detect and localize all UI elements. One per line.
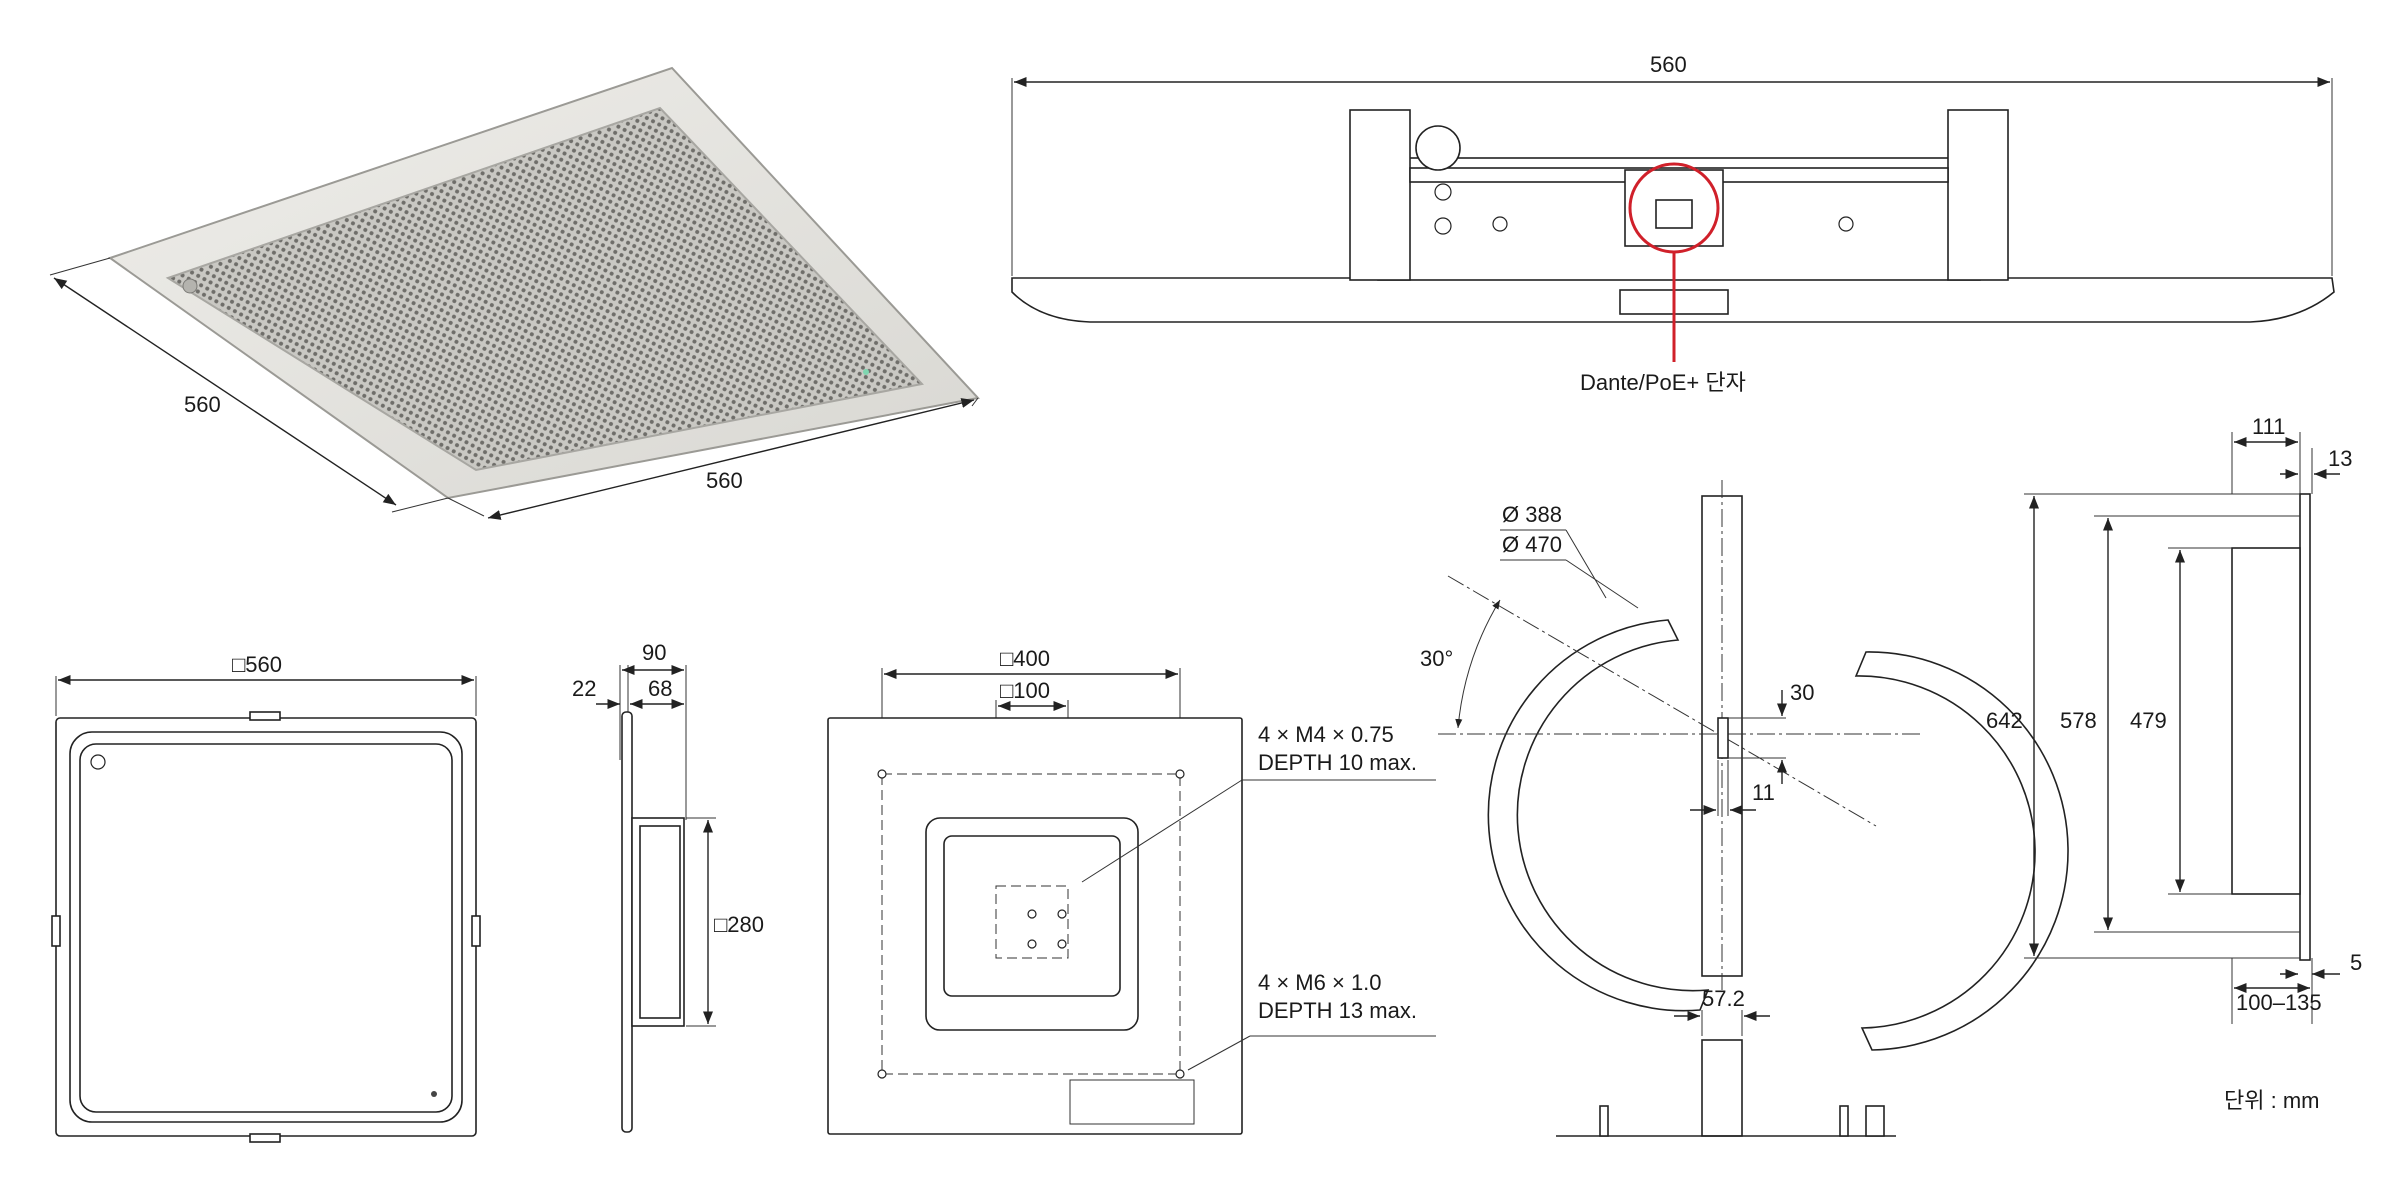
top-tab-right [471,915,481,947]
dia-388-label: Ø 388 [1502,502,1562,527]
bracket-slot [1717,717,1729,759]
perspective-depth-label: 560 [184,392,221,417]
side-body-height-label: □280 [714,912,764,937]
dia-470-label: Ø 470 [1502,532,1562,557]
top-led-icon [431,1091,437,1097]
back-view: □400 □100 4 × M4 × 0.75 DEPTH 10 max. 4 … [827,646,1436,1135]
back-m4-hole-3 [1027,939,1037,949]
back-m4-hole-2 [1057,909,1067,919]
back-bolt-hole-2 [1175,769,1185,779]
bracket-view: 30° Ø 388 Ø 470 30 11 57.2 [1420,480,2069,1137]
bracket-foot-far-right [1865,1105,1885,1137]
back-bolt-pattern-inner [995,885,1069,959]
back-m4-hole-4 [1057,939,1067,949]
perspective-width-dimension [487,398,975,520]
back-inner-bolt-label: □100 [1000,678,1050,703]
ethernet-port-icon [1655,199,1693,229]
bracket-centerline-diagonal [1447,575,1877,827]
bracket-foot-left [1599,1105,1609,1137]
back-label-plate [1069,1079,1195,1125]
cutout-view: 111 13 642 578 479 100–135 5 단위 : mm [1986,414,2362,1113]
back-outer-bolt-label: □400 [1000,646,1050,671]
back-bolt-hole-4 [1175,1069,1185,1079]
top-grille-inner [79,743,453,1113]
side-baffle [621,711,633,1133]
slot-width-label: 11 [1752,780,1775,805]
top-tab-left [51,915,61,947]
m6-leader-line [1187,1035,1251,1071]
front-lifting-eye [1415,125,1461,171]
top-tab-top [249,711,281,721]
rail-width-label: 57.2 [1702,986,1745,1011]
perspective-depth-dimension [53,277,397,506]
status-led-icon [863,369,869,375]
height-578-label: 578 [2060,708,2097,733]
back-m4-hole-1 [1027,909,1037,919]
top-width-label: □560 [232,652,282,677]
thickness-label: 100–135 [2236,990,2322,1015]
side-bracket [639,825,681,1019]
front-screw-icon-1 [1434,183,1452,201]
front-screw-icon-2 [1434,217,1452,235]
front-connector-housing [1624,169,1724,247]
bracket-ring-left [1487,619,1710,1012]
top-width-111-label: 111 [2252,414,2285,439]
connector-callout-label: Dante/PoE+ 단자 [1580,370,1746,395]
top-screw-icon [90,754,106,770]
top-gap-13-label: 13 [2328,446,2352,471]
slot-height-label: 30 [1790,680,1814,705]
side-body-label: 68 [648,676,672,701]
bracket-rail-side [1701,1039,1743,1137]
side-view: 90 68 22 □280 [572,640,764,1133]
angle-label: 30° [1420,646,1453,671]
m4-note-line1: 4 × M4 × 0.75 [1258,722,1394,747]
m4-leader-line [1081,779,1243,883]
m6-note-line2: DEPTH 13 max. [1258,998,1417,1023]
back-bolt-hole-1 [877,769,887,779]
bracket-foot-right [1839,1105,1849,1137]
top-tab-bottom [249,1133,281,1143]
back-bolt-hole-3 [877,1069,887,1079]
front-screw-icon-3 [1492,216,1508,232]
unit-note: 단위 : mm [2224,1088,2319,1113]
bottom-gap-5-label: 5 [2350,950,2362,975]
perspective-width-label: 560 [706,468,743,493]
side-flange-label: 22 [572,676,596,701]
height-479-label: 479 [2130,708,2167,733]
front-width-label: 560 [1650,52,1687,77]
front-bracket-right [1947,109,2009,281]
front-bracket-left [1349,109,1411,281]
mount-screw-icon [182,278,198,294]
front-view: 560 Dante/PoE+ 단자 [1011,52,2335,395]
cutout-baffle [2299,493,2311,961]
height-642-label: 642 [1986,708,2023,733]
m4-note-line2: DEPTH 10 max. [1258,750,1417,775]
top-view: □560 [51,652,481,1143]
front-screw-icon-4 [1838,216,1854,232]
angle-arc [1455,599,1501,729]
bracket-ring [1854,651,2069,1051]
side-total-label: 90 [642,640,666,665]
m6-note-line1: 4 × M6 × 1.0 [1258,970,1382,995]
perspective-view: 560 560 [49,66,980,520]
cutout-body [2231,547,2301,895]
